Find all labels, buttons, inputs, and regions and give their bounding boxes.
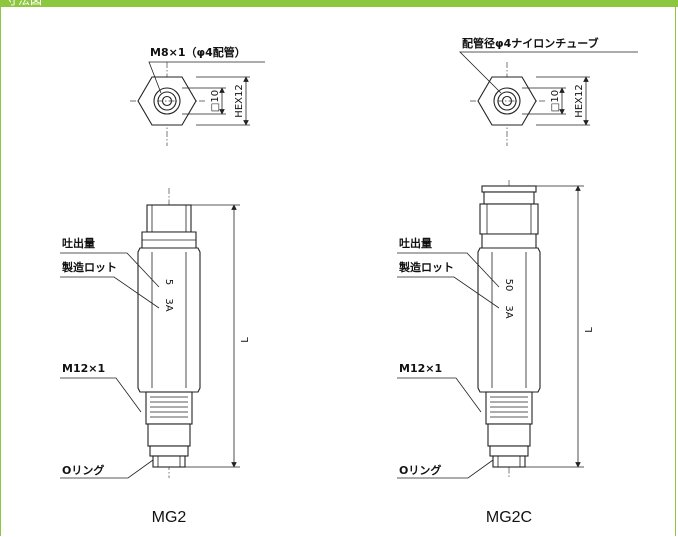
- mg2-hex-dim: HEX12: [234, 84, 245, 117]
- mg2-caption: MG2: [152, 509, 187, 526]
- mg2-top-view: [130, 61, 265, 146]
- mg2-length-dim: L: [240, 337, 251, 343]
- section-header-text: 寸法図: [6, 0, 43, 7]
- mg2-side-view: [60, 188, 240, 479]
- mg2c-box-dim: □10: [550, 90, 561, 112]
- mg2c-length-dim: L: [584, 327, 595, 333]
- mg2-lot-label: 製造ロット: [61, 260, 117, 274]
- mg2c-lot-label: 製造ロット: [398, 260, 454, 274]
- mg2c-side-view: [397, 180, 584, 479]
- mg2c-body-mark-1: 50: [503, 279, 514, 292]
- mg2c-body-mark-2: 3A: [503, 305, 514, 318]
- mg2c-discharge-label: 吐出量: [399, 236, 432, 250]
- mg2c-caption: MG2C: [486, 509, 532, 526]
- mg2-body-mark-1: 5: [163, 279, 174, 285]
- section-header-bar: 寸法図: [0, 0, 678, 7]
- mg2-box-dim: □10: [210, 90, 221, 112]
- mg2c-hex-dim: HEX12: [574, 84, 585, 117]
- mg2-body-mark-2: 3A: [163, 298, 174, 311]
- mg2-oring-label: Oリング: [62, 463, 104, 477]
- mg2-thread-label: M12×1: [62, 362, 105, 375]
- mg2c-top-view: [459, 51, 638, 146]
- mg2c-top-label: 配管径φ4ナイロンチューブ: [462, 36, 599, 50]
- mg2-discharge-label: 吐出量: [62, 236, 95, 250]
- mg2-top-label: M8×1（φ4配管）: [150, 45, 246, 59]
- mg2c-oring-label: Oリング: [399, 463, 441, 477]
- mg2c-thread-label: M12×1: [399, 362, 442, 375]
